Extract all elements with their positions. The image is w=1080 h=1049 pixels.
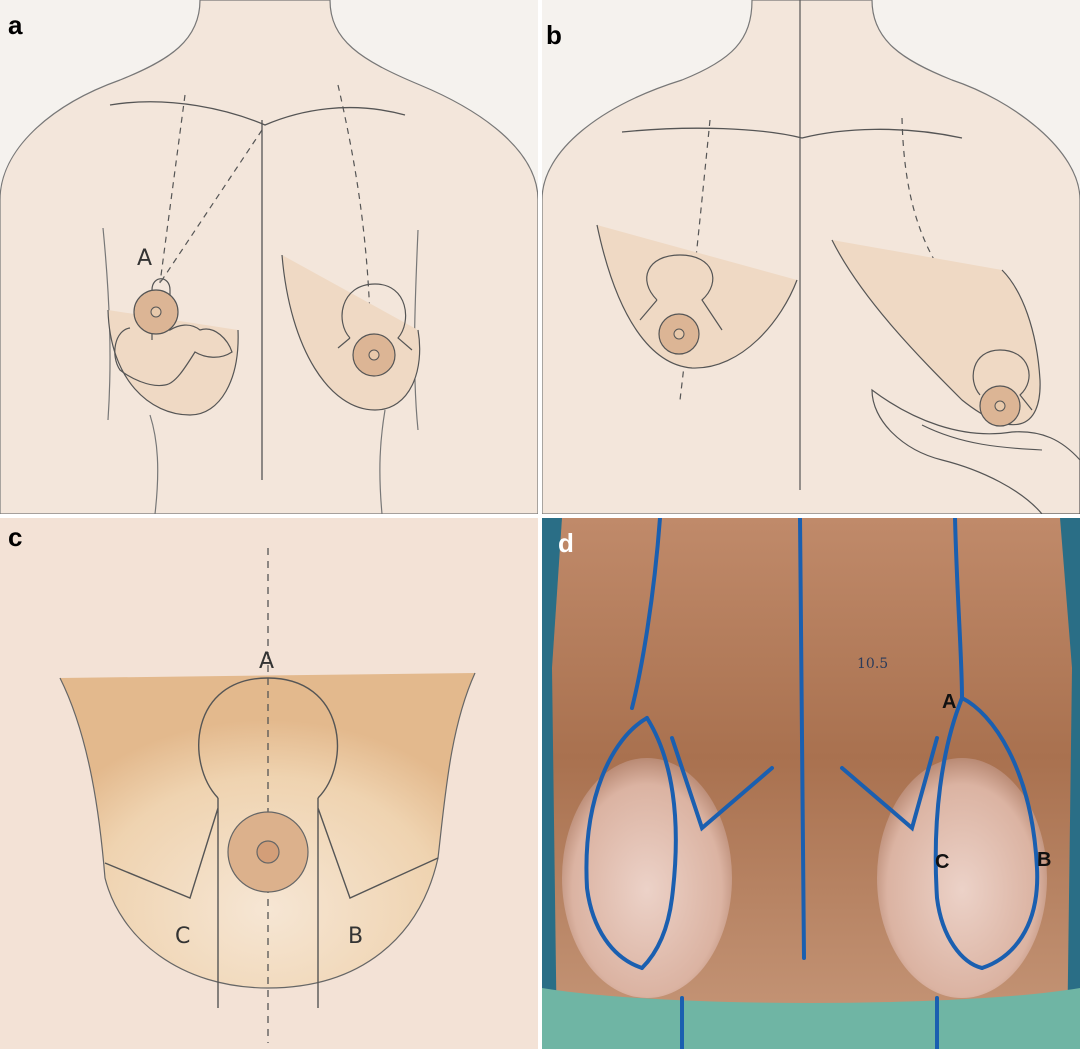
illustration-breast-elevation	[542, 0, 1080, 514]
nipple-right	[674, 329, 684, 339]
nipple	[257, 841, 279, 863]
panel-c: A C B c	[0, 518, 538, 1049]
handwritten-note: 10.5	[857, 656, 888, 672]
illustration-keyhole-pattern: A C B	[0, 518, 538, 1049]
point-c-label: C	[175, 924, 190, 949]
panel-letter: c	[8, 524, 22, 550]
torso-skin	[0, 0, 538, 514]
point-a-label: A	[942, 691, 956, 713]
panel-letter: b	[546, 22, 562, 48]
panel-d: A C B 10.5 d	[542, 518, 1080, 1049]
point-c-label: C	[935, 851, 949, 873]
nipple-left	[995, 401, 1005, 411]
panel-a: A a	[0, 0, 538, 514]
panel-letter: a	[8, 12, 22, 38]
panel-b: b	[542, 0, 1080, 514]
breast-left	[877, 758, 1047, 998]
point-b-label: B	[348, 924, 363, 949]
photo-preoperative-markings: A C B 10.5	[542, 518, 1080, 1049]
nipple-left	[369, 350, 379, 360]
point-a-label: A	[137, 246, 152, 271]
illustration-front-markings: A	[0, 0, 538, 514]
panel-letter: d	[558, 530, 574, 556]
point-a-label: A	[259, 649, 274, 674]
point-b-label: B	[1037, 849, 1051, 871]
nipple-right	[151, 307, 161, 317]
